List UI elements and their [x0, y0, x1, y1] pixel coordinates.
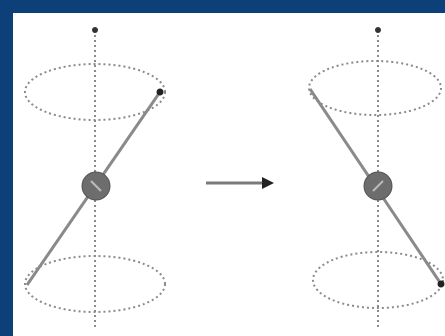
right-spin-tip-dot: [438, 281, 445, 288]
left-bottom-orbit: [25, 256, 165, 312]
left-axis-top-dot: [92, 27, 98, 33]
right-arrow-icon: [206, 177, 274, 189]
right-top-orbit: [309, 61, 441, 115]
left-spin-tip-dot: [157, 89, 164, 96]
right-axis-top-dot: [375, 27, 381, 33]
left-precession-cone: [25, 27, 165, 330]
right-precession-cone: [309, 27, 445, 330]
